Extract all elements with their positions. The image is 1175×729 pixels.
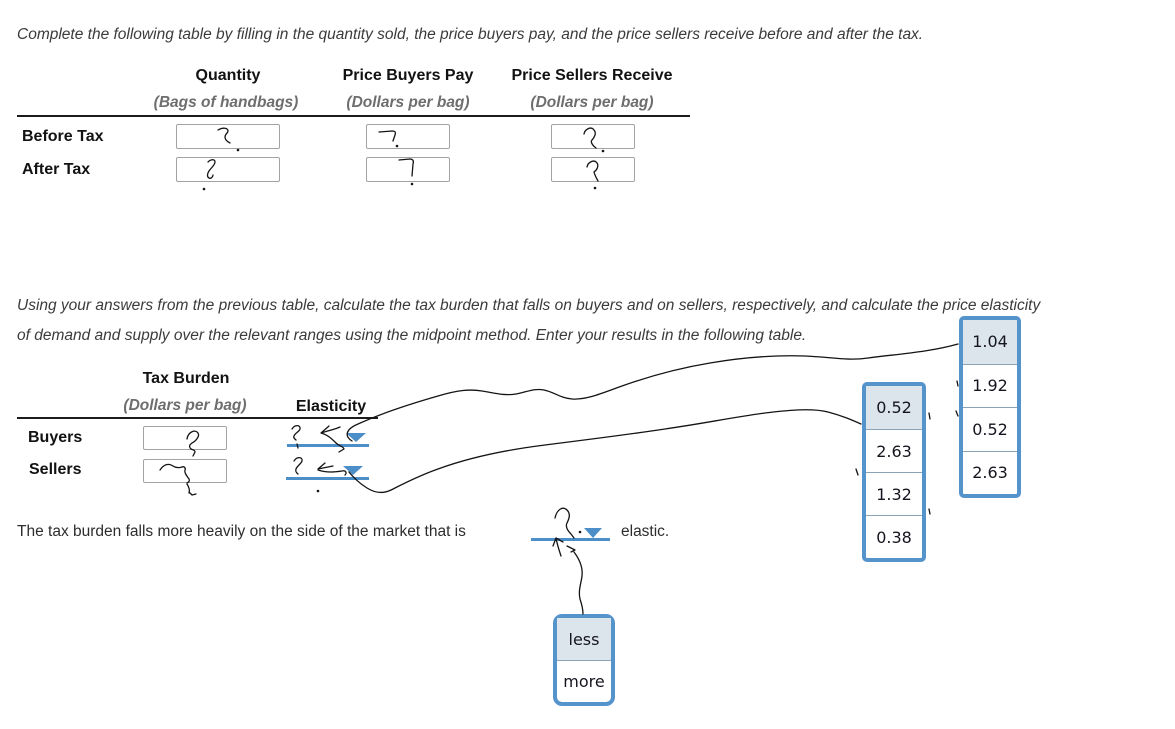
table1-rule [17, 115, 690, 117]
input-before-tax-price-sellers[interactable] [551, 124, 635, 149]
input-tax-burden-sellers[interactable] [143, 459, 227, 483]
input-before-tax-price-buyers[interactable] [366, 124, 450, 149]
popup-buyers-elasticity-options: 1.04 1.92 0.52 2.63 [959, 316, 1021, 498]
popup-elastic-choice-options: less more [553, 614, 615, 706]
stray-tick [928, 412, 931, 420]
dropdown-elasticity-buyers[interactable] [286, 425, 370, 448]
col-header-price-sellers: Price Sellers Receive [511, 67, 673, 84]
popup-option[interactable]: 1.92 [963, 363, 1017, 408]
header-elasticity: Elasticity [295, 398, 367, 415]
row-label-buyers: Buyers [28, 429, 83, 446]
ink-dot [236, 148, 240, 152]
instruction-paragraph-2-line-2: of demand and supply over the relevant r… [17, 327, 807, 344]
popup-option[interactable]: 0.52 [963, 407, 1017, 451]
popup-option[interactable]: less [557, 618, 611, 660]
input-after-tax-quantity[interactable] [176, 157, 280, 182]
ink-dot [410, 182, 414, 186]
popup-option[interactable]: 0.38 [866, 515, 922, 558]
input-before-tax-quantity[interactable] [176, 124, 280, 149]
popup-option[interactable]: 2.63 [963, 450, 1017, 495]
row-label-before-tax: Before Tax [22, 128, 104, 145]
popup-option[interactable]: more [557, 660, 611, 702]
connector-line-sellers-to-popup [348, 409, 862, 494]
dropdown-arrow-icon [584, 528, 602, 538]
row-label-after-tax: After Tax [22, 161, 91, 178]
header-tax-burden: Tax Burden [142, 370, 230, 387]
ink-dot [601, 149, 605, 153]
dropdown-underline [287, 444, 369, 447]
dropdown-elasticity-sellers[interactable] [286, 458, 370, 481]
dropdown-underline [286, 477, 369, 480]
dropdown-elastic[interactable] [531, 526, 610, 542]
popup-option[interactable]: 2.63 [866, 429, 922, 472]
ink-dot [202, 187, 206, 191]
popup-option[interactable]: 1.32 [866, 472, 922, 515]
stray-tick [956, 380, 959, 387]
input-tax-burden-buyers[interactable] [143, 426, 227, 450]
col-unit-quantity: (Bags of handbags) [153, 94, 299, 111]
instruction-paragraph-1: Complete the following table by filling … [17, 26, 924, 43]
col-unit-price-sellers: (Dollars per bag) [530, 94, 654, 111]
table2-rule [17, 417, 378, 419]
col-header-quantity: Quantity [195, 67, 261, 84]
popup-sellers-elasticity-options: 0.52 2.63 1.32 0.38 [862, 382, 926, 562]
unit-tax-burden: (Dollars per bag) [123, 397, 247, 414]
dropdown-arrow-icon [346, 433, 366, 442]
instruction-paragraph-2-line-1: Using your answers from the previous tab… [17, 297, 1041, 314]
stray-tick [955, 410, 959, 417]
input-after-tax-price-buyers[interactable] [366, 157, 450, 182]
popup-option[interactable]: 0.52 [866, 386, 922, 429]
dropdown-arrow-icon [343, 466, 363, 475]
stray-tick [855, 468, 859, 476]
row-label-sellers: Sellers [29, 461, 82, 478]
stray-tick [928, 508, 931, 515]
sentence-suffix: elastic. [621, 523, 670, 540]
col-unit-price-buyers: (Dollars per bag) [346, 94, 470, 111]
dropdown-underline [531, 538, 610, 541]
popup-option[interactable]: 1.04 [963, 320, 1017, 364]
sentence-prefix: The tax burden falls more heavily on the… [17, 523, 466, 540]
input-after-tax-price-sellers[interactable] [551, 157, 635, 182]
col-header-price-buyers: Price Buyers Pay [342, 67, 474, 84]
ink-dot [316, 489, 320, 493]
connector-line-elastic-to-popup [573, 551, 584, 615]
ink-dot [593, 186, 597, 190]
squiggle-tax-burden-sellers-tail [186, 483, 197, 496]
